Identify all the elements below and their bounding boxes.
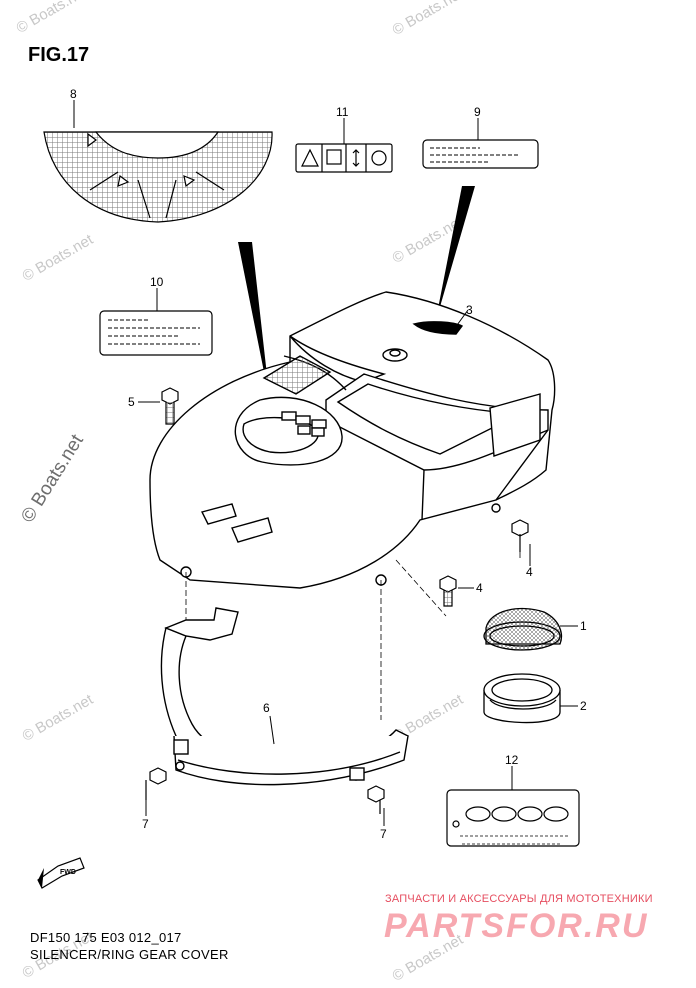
callout-6: 6 bbox=[263, 701, 270, 715]
callout-4: 4 bbox=[526, 565, 533, 579]
figure-title: FIG.17 bbox=[28, 44, 90, 66]
part-6-ring-gear-cover bbox=[160, 607, 410, 786]
part-1-mesh-filter bbox=[483, 607, 563, 651]
callout-1: 1 bbox=[580, 619, 587, 633]
shop-tagline: ЗАПЧАСТИ И АКСЕССУАРЫ ДЛЯ МОТОТЕХНИКИ bbox=[385, 893, 653, 905]
part-4-bolt bbox=[511, 519, 529, 552]
callout-10: 10 bbox=[150, 275, 164, 289]
callout-9: 9 bbox=[474, 105, 481, 119]
diagram-caption: SILENCER/RING GEAR COVER bbox=[30, 947, 229, 962]
fwd-label: FWD bbox=[60, 869, 76, 876]
callout-11: 11 bbox=[336, 105, 349, 119]
part-9-label bbox=[422, 139, 539, 169]
part-10-label bbox=[99, 310, 213, 356]
callout-8: 8 bbox=[70, 87, 77, 101]
callout-2: 2 bbox=[580, 699, 587, 713]
part-2-seal bbox=[483, 673, 561, 724]
callout-12: 12 bbox=[505, 753, 519, 767]
part-5-bolt bbox=[161, 387, 179, 425]
label-pointer bbox=[238, 242, 270, 402]
callout-3: 3 bbox=[466, 303, 473, 317]
shop-logo: PARTSFOR.RU bbox=[384, 907, 649, 945]
part-3-silencer-cover bbox=[149, 291, 556, 589]
part-12-label bbox=[446, 789, 580, 847]
label-pointer bbox=[435, 186, 475, 324]
callout-4b: 4 bbox=[476, 581, 483, 595]
callout-7: 7 bbox=[142, 817, 149, 831]
diagram-code: DF150 175 E03 012_017 bbox=[30, 930, 182, 945]
part-4-bolt bbox=[439, 575, 457, 607]
part-11-warning-label bbox=[295, 143, 393, 173]
part-7-bolt bbox=[367, 785, 385, 814]
part-8-pad bbox=[43, 131, 273, 223]
callout-7b: 7 bbox=[380, 827, 387, 841]
fwd-arrow-icon: FWD bbox=[37, 857, 85, 889]
part-7-bolt bbox=[145, 767, 167, 800]
callout-5: 5 bbox=[128, 395, 135, 409]
callouts: 1 2 3 4 4 5 6 7 7 8 9 10 11 12 bbox=[70, 87, 587, 841]
